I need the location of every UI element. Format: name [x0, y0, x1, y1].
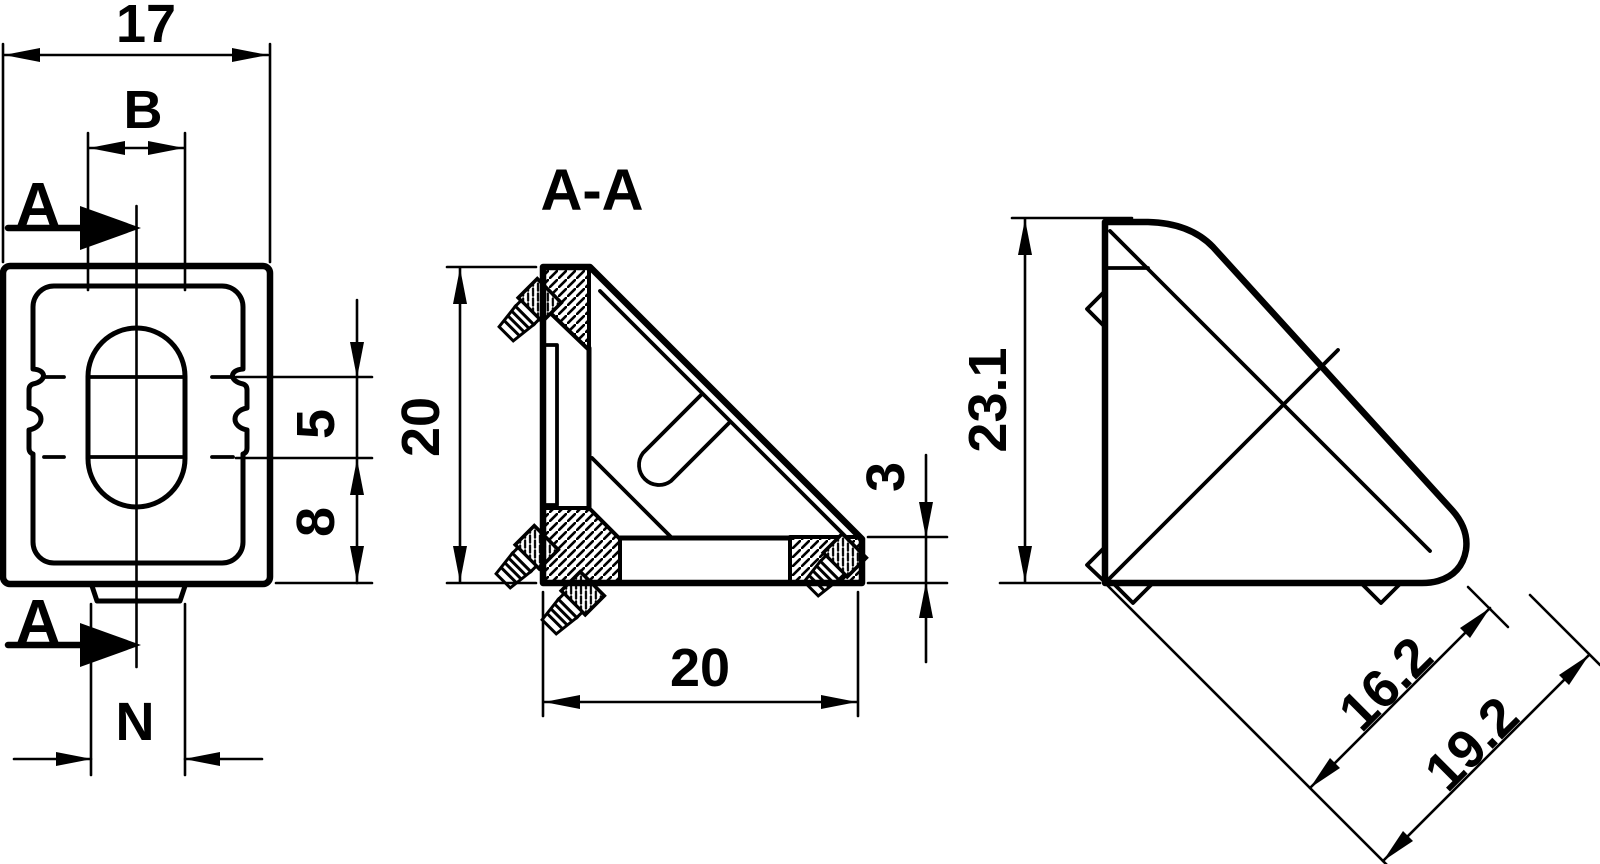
side-outline — [1101, 218, 1470, 587]
section-arrow-bottom — [80, 623, 141, 667]
side-clip-left-bottom — [1085, 544, 1108, 585]
section-wall-clearance — [541, 343, 559, 507]
section-title: A-A — [540, 158, 643, 223]
dim-8-label: 8 — [286, 507, 346, 537]
side-clip-left-top — [1085, 288, 1108, 330]
side-clip-bottom-right — [1360, 582, 1402, 605]
section-letter-bottom: A — [16, 588, 61, 657]
section-outline — [539, 263, 866, 587]
dim-section-height: 20 — [391, 265, 538, 585]
dim-front-width: 17 — [1, 0, 272, 264]
dim-wall-thickness-label: 3 — [856, 462, 916, 492]
dim-wall-thickness: 3 — [856, 453, 949, 664]
section-relief-slot — [637, 392, 732, 487]
dim-side-height: 23.1 — [958, 216, 1134, 585]
section-view: A-A 20 — [391, 158, 949, 718]
section-web-edge — [590, 456, 673, 539]
dim-5-label: 5 — [286, 409, 346, 439]
section-letter-top: A — [16, 171, 61, 240]
dim-side-height-label: 23.1 — [958, 347, 1018, 452]
dim-outer-diagonal-label: 19.2 — [1414, 686, 1531, 803]
section-marker-bottom: A — [4, 588, 141, 667]
section-gusset-inner-edge — [598, 289, 848, 539]
dim-slot-depths: 5 8 — [234, 298, 374, 585]
front-center-dashes — [42, 375, 235, 459]
front-mounting-tab — [89, 583, 188, 604]
front-right-notch — [230, 359, 250, 465]
section-arrow-top — [80, 206, 141, 250]
side-view: 23.1 16.2 19.2 — [958, 216, 1600, 864]
dim-tab-width: N — [12, 602, 264, 777]
side-clip-bottom-left — [1112, 582, 1154, 605]
side-diagonal-edge — [1105, 348, 1340, 583]
front-left-notch — [26, 359, 46, 465]
dim-section-width-label: 20 — [670, 638, 730, 698]
side-gusset-edge — [1108, 229, 1432, 553]
dim-inner-diagonal-label: 16.2 — [1328, 626, 1445, 743]
dim-tab-width-label: N — [116, 692, 155, 752]
dim-front-width-label: 17 — [116, 0, 176, 54]
front-view: 17 B A A — [0, 0, 374, 777]
dim-slot-width: B — [86, 80, 187, 292]
dim-slot-width-label: B — [124, 80, 163, 140]
section-marker-top: A — [4, 171, 141, 250]
dim-section-width: 20 — [541, 590, 860, 718]
dim-section-height-label: 20 — [391, 397, 451, 457]
dim-diagonals: 16.2 19.2 — [1103, 581, 1600, 864]
